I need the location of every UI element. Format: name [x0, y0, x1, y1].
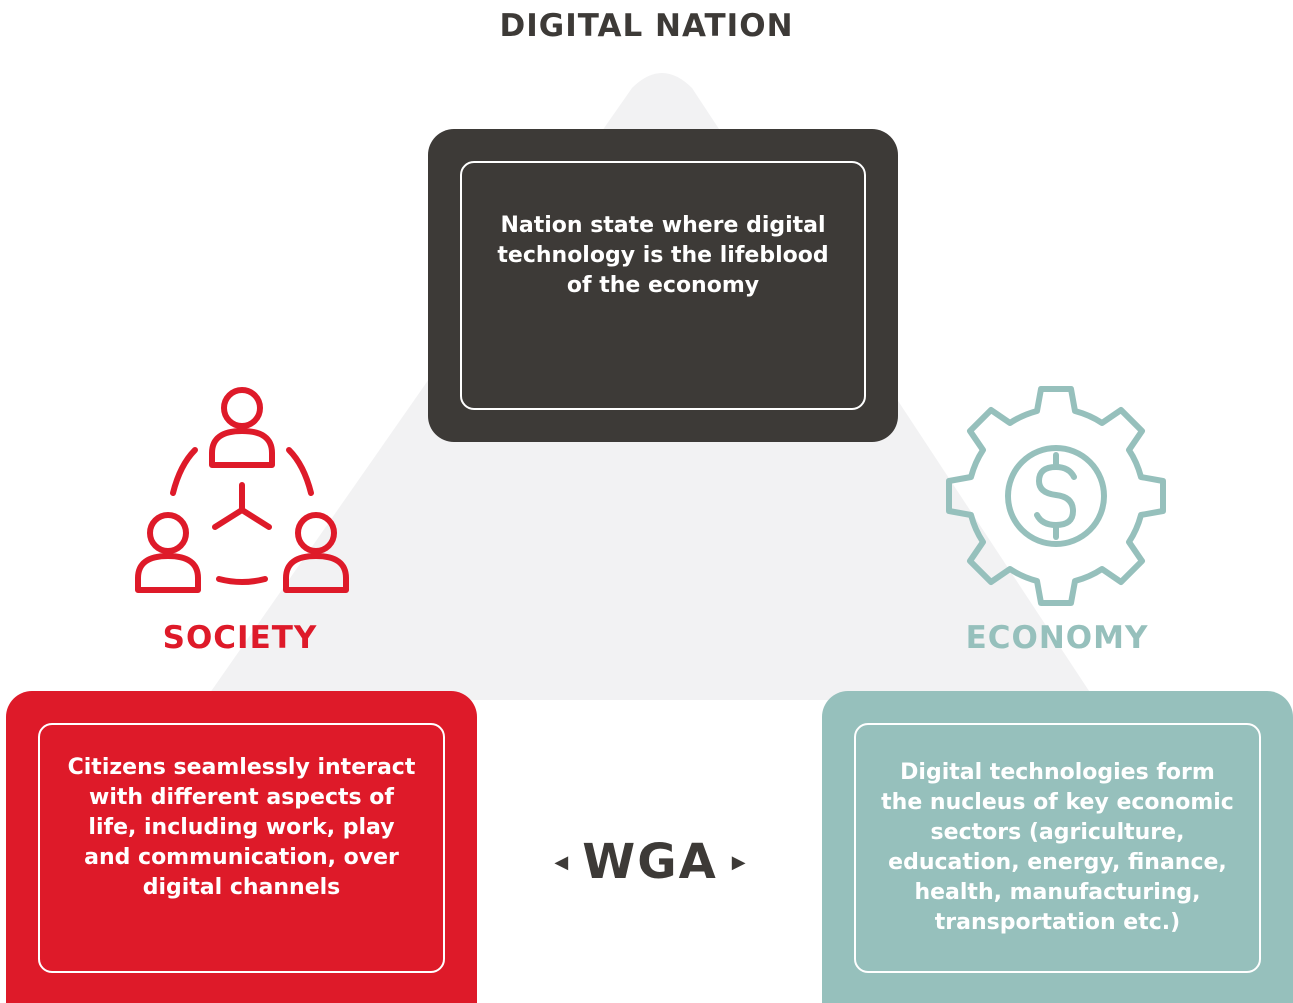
economy-box-inner: Digital technologies form the nucleus of…	[854, 723, 1261, 973]
economy-label: ECONOMY	[965, 620, 1149, 656]
society-description: Citizens seamlessly interact with differ…	[68, 753, 416, 903]
text-line: and communication, over	[84, 845, 399, 870]
text-line: Digital technologies form	[900, 760, 1215, 785]
left-arrow-icon: ◀	[554, 852, 569, 872]
digital-nation-description: Nation state where digital technology is…	[497, 211, 828, 301]
society-box-inner: Citizens seamlessly interact with differ…	[38, 723, 445, 973]
gear-dollar-icon	[946, 386, 1166, 606]
text-line: Nation state where digital	[500, 212, 826, 238]
text-line: health, manufacturing,	[914, 880, 1201, 905]
text-line: digital channels	[142, 875, 341, 900]
text-line: education, energy, finance,	[888, 850, 1227, 875]
digital-nation-box: Nation state where digital technology is…	[428, 129, 898, 442]
text-line: transportation etc.)	[934, 910, 1181, 935]
economy-box: Digital technologies form the nucleus of…	[822, 691, 1293, 1003]
society-label: SOCIETY	[162, 620, 318, 656]
economy-description: Digital technologies form the nucleus of…	[881, 758, 1234, 938]
text-line: the nucleus of key economic	[881, 790, 1234, 815]
text-line: Citizens seamlessly interact	[67, 755, 416, 780]
text-line: life, including work, play	[88, 815, 395, 840]
text-line: of the economy	[566, 272, 760, 298]
digital-nation-box-inner: Nation state where digital technology is…	[460, 161, 866, 410]
diagram-heading: DIGITAL NATION	[499, 8, 794, 44]
text-line: sectors (agriculture,	[930, 820, 1185, 845]
people-network-icon	[135, 387, 349, 593]
wga-connector: ◀ WGA ▶	[530, 832, 770, 892]
right-arrow-icon: ▶	[731, 852, 746, 872]
text-line: with different aspects of	[89, 785, 394, 810]
society-box: Citizens seamlessly interact with differ…	[6, 691, 477, 1003]
wga-label: WGA	[582, 834, 718, 890]
text-line: technology is the lifeblood	[497, 242, 829, 268]
